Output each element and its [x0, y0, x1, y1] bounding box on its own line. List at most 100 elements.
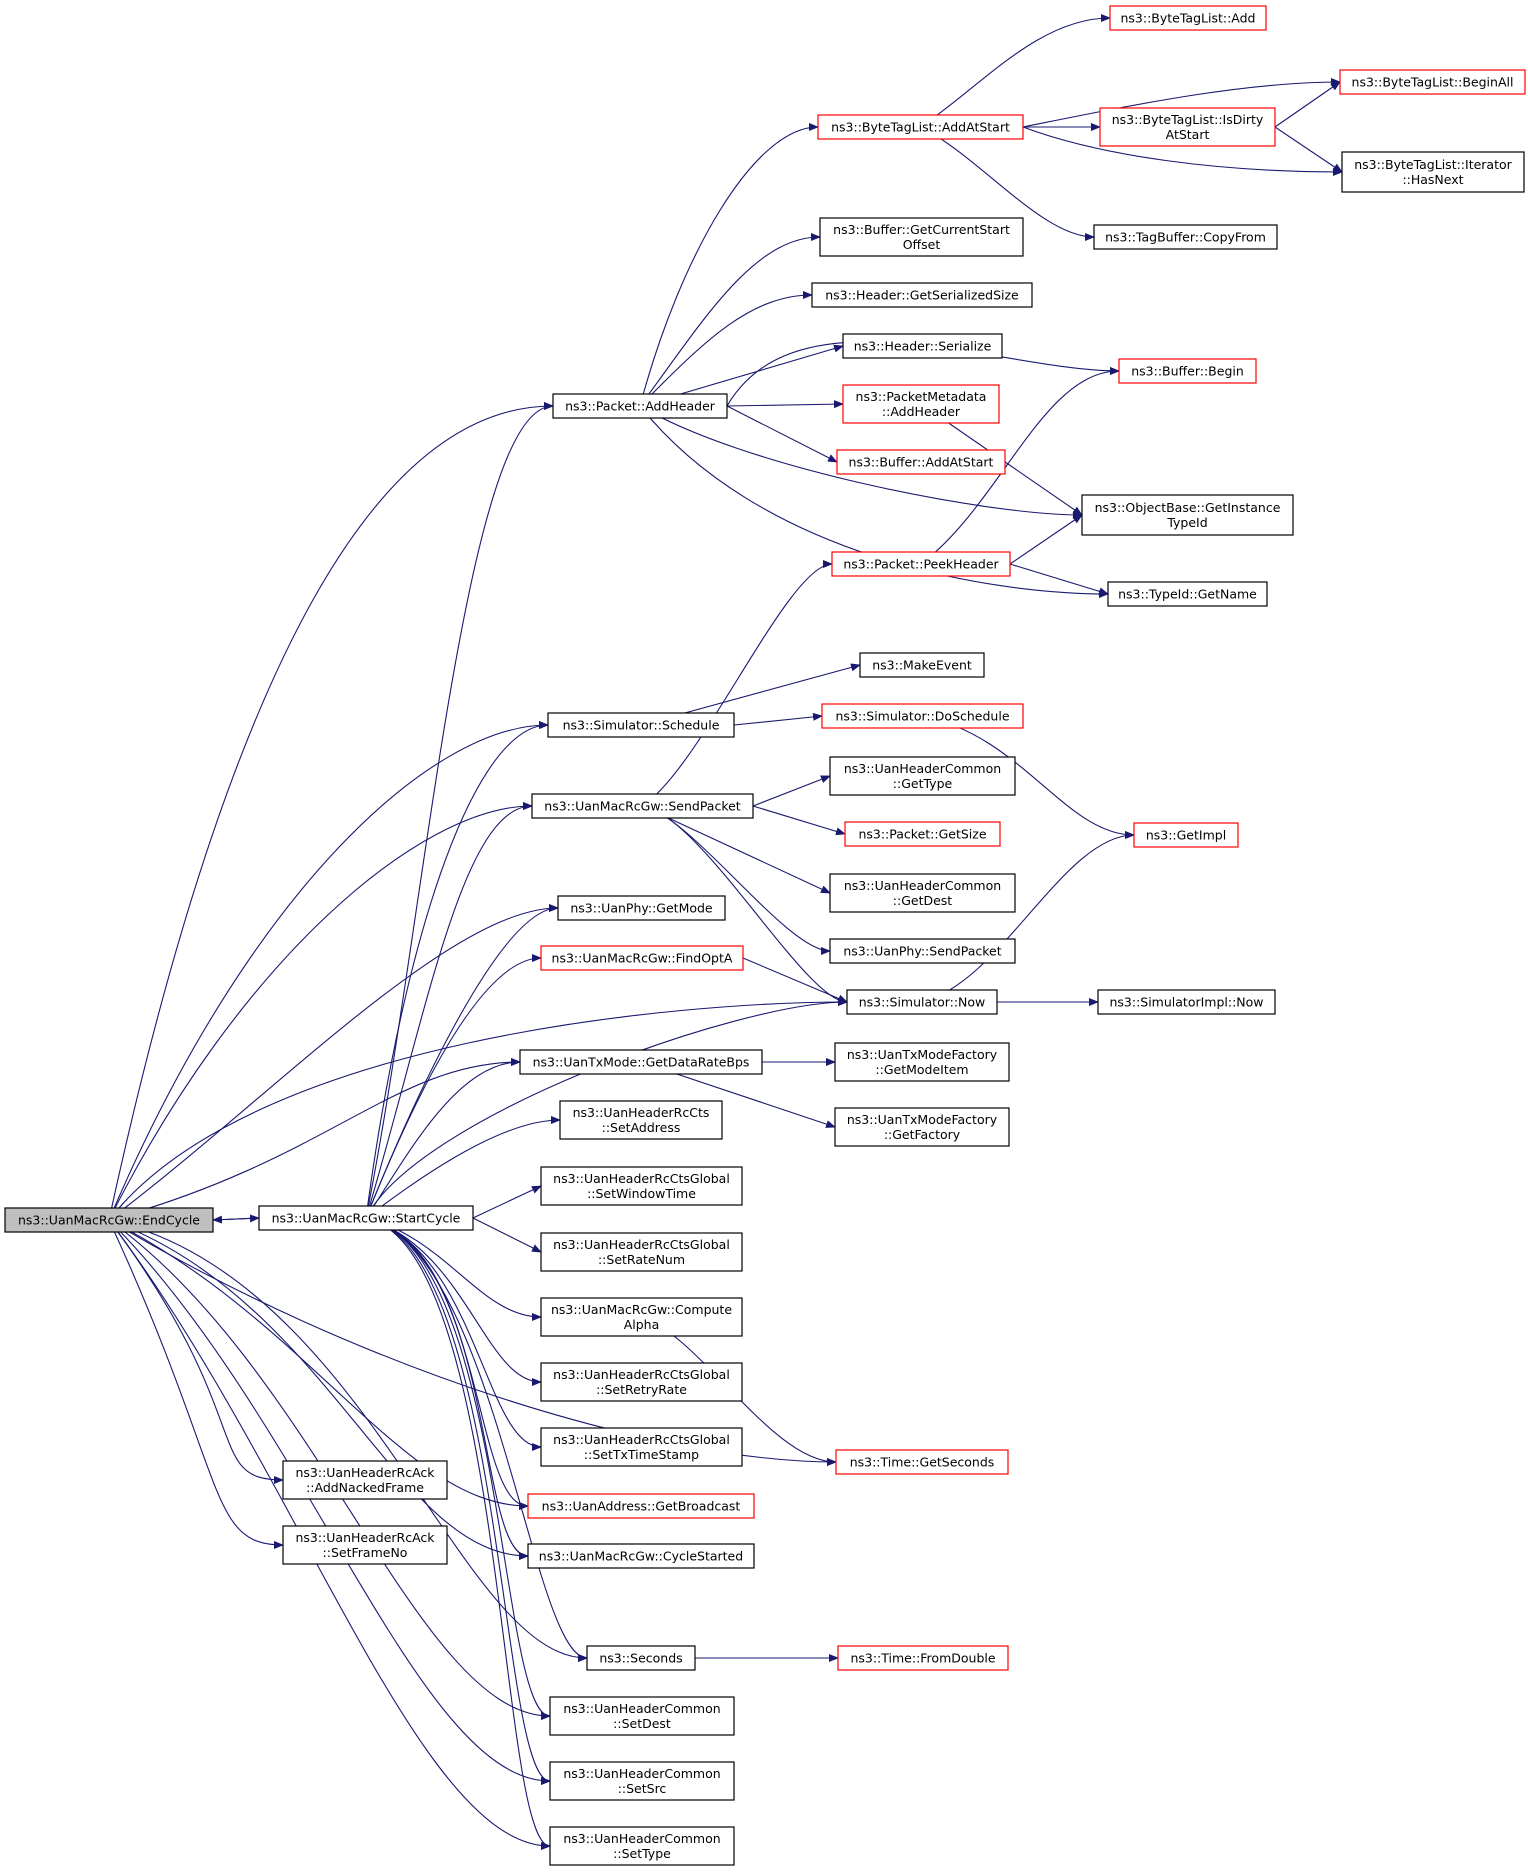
call-edge-addheader-to-getinstancetypeid — [639, 405, 1083, 519]
node-getbroadcast[interactable]: ns3::UanAddress::GetBroadcast — [527, 1493, 755, 1519]
node-box — [829, 873, 1016, 913]
node-box — [859, 652, 985, 678]
node-hc_getdest[interactable]: ns3::UanHeaderCommon::GetDest — [829, 873, 1016, 913]
node-label: ns3::UanMacRcGw::StartCycle — [272, 1211, 461, 1226]
node-findopta[interactable]: ns3::UanMacRcGw::FindOptA — [540, 945, 744, 971]
node-pm_addheader[interactable]: ns3::PacketMetadata::AddHeader — [842, 384, 1000, 424]
node-box — [519, 1049, 763, 1075]
call-edge-endcycle-to-sendpacket — [108, 802, 533, 1221]
node-hc_gettype[interactable]: ns3::UanHeaderCommon::GetType — [829, 756, 1016, 796]
node-sim_now[interactable]: ns3::Simulator::Now — [846, 989, 998, 1015]
node-getmode[interactable]: ns3::UanPhy::GetMode — [557, 895, 726, 921]
node-settxtimestamp[interactable]: ns3::UanHeaderRcCtsGlobal::SetTxTimeStam… — [540, 1427, 743, 1467]
node-getimpl[interactable]: ns3::GetImpl — [1133, 822, 1239, 848]
call-edge-startcycle-to-endcycle — [212, 1215, 260, 1224]
node-box — [817, 114, 1024, 140]
node-setwindowtime[interactable]: ns3::UanHeaderRcCtsGlobal::SetWindowTime — [540, 1166, 743, 1206]
node-header_serialize[interactable]: ns3::Header::Serialize — [842, 333, 1003, 359]
node-packet_getsize[interactable]: ns3::Packet::GetSize — [844, 821, 1001, 847]
node-seconds[interactable]: ns3::Seconds — [586, 1645, 696, 1671]
node-label: ::SetTxTimeStamp — [584, 1447, 699, 1462]
node-box — [557, 895, 726, 921]
node-box — [829, 938, 1016, 964]
node-label: ns3::UanPhy::GetMode — [570, 901, 713, 916]
node-label: AtStart — [1166, 127, 1210, 142]
node-header_getsize[interactable]: ns3::Header::GetSerializedSize — [811, 282, 1033, 308]
node-label: ns3::Packet::PeekHeader — [843, 557, 999, 572]
node-buffer_addatstart[interactable]: ns3::Buffer::AddAtStart — [836, 449, 1006, 475]
node-label: ns3::UanHeaderRcCts — [573, 1105, 710, 1120]
node-simimpl_now[interactable]: ns3::SimulatorImpl::Now — [1097, 989, 1276, 1015]
node-makeevent[interactable]: ns3::MakeEvent — [859, 652, 985, 678]
node-txmf_getmodeitem[interactable]: ns3::UanTxModeFactory::GetModeItem — [834, 1042, 1010, 1082]
node-txmf_getfactory[interactable]: ns3::UanTxModeFactory::GetFactory — [834, 1107, 1010, 1147]
call-edge-startcycle-to-setaddress — [365, 1116, 561, 1219]
node-addack[interactable]: ns3::UanHeaderRcAck::AddNackedFrame — [282, 1460, 448, 1500]
node-label: ns3::Header::GetSerializedSize — [825, 288, 1019, 303]
node-addheader[interactable]: ns3::Packet::AddHeader — [552, 393, 728, 419]
call-edge-sim_now-to-getimpl — [921, 831, 1135, 1003]
node-box — [829, 756, 1016, 796]
node-label: ns3::UanTxMode::GetDataRateBps — [533, 1055, 750, 1070]
node-endcycle[interactable]: ns3::UanMacRcGw::EndCycle — [4, 1207, 214, 1233]
node-setframeno[interactable]: ns3::UanHeaderRcAck::SetFrameNo — [282, 1525, 448, 1565]
node-label: ns3::Packet::AddHeader — [565, 399, 716, 414]
node-label: ns3::UanHeaderRcCtsGlobal — [553, 1432, 730, 1447]
node-label: ns3::UanTxModeFactory — [847, 1047, 998, 1062]
node-label: ns3::UanTxModeFactory — [847, 1112, 998, 1127]
node-setdest[interactable]: ns3::UanHeaderCommon::SetDest — [549, 1696, 735, 1736]
node-bytetag_add[interactable]: ns3::ByteTagList::Add — [1109, 5, 1267, 31]
node-buffer_begin[interactable]: ns3::Buffer::Begin — [1118, 358, 1257, 384]
call-edge-sendpacket-to-peekheader — [642, 560, 833, 807]
call-edge-startcycle-to-setsrc — [365, 1217, 551, 1785]
node-startcycle[interactable]: ns3::UanMacRcGw::StartCycle — [258, 1205, 474, 1231]
node-cyclestarted[interactable]: ns3::UanMacRcGw::CycleStarted — [527, 1543, 755, 1569]
call-edge-endcycle-to-cyclestarted — [108, 1219, 529, 1560]
node-peekheader[interactable]: ns3::Packet::PeekHeader — [831, 551, 1011, 577]
node-label: ::AddHeader — [882, 404, 961, 419]
node-label: ns3::Time::FromDouble — [850, 1651, 995, 1666]
call-edge-sendpacket-to-hc_getdest — [642, 805, 831, 894]
node-setaddress[interactable]: ns3::UanHeaderRcCts::SetAddress — [559, 1100, 723, 1140]
call-edge-bytetag_isdirty-to-bytetag_iter_hasnext — [1274, 126, 1343, 173]
node-setsrc[interactable]: ns3::UanHeaderCommon::SetSrc — [549, 1761, 735, 1801]
call-edge-endcycle-to-seconds — [108, 1219, 588, 1662]
node-setratenum[interactable]: ns3::UanHeaderRcCtsGlobal::SetRateNum — [540, 1232, 743, 1272]
node-getdatarate[interactable]: ns3::UanTxMode::GetDataRateBps — [519, 1049, 763, 1075]
node-label: ns3::TagBuffer::CopyFrom — [1105, 230, 1266, 245]
node-bytetag_beginall[interactable]: ns3::ByteTagList::BeginAll — [1339, 69, 1526, 95]
node-box — [1107, 581, 1268, 607]
call-edge-endcycle-to-schedule — [108, 721, 549, 1221]
node-bytetag_iter_hasnext[interactable]: ns3::ByteTagList::Iterator::HasNext — [1341, 151, 1525, 193]
node-box — [836, 449, 1006, 475]
node-label: ns3::PacketMetadata — [856, 389, 987, 404]
node-tagbuffer_copyfrom[interactable]: ns3::TagBuffer::CopyFrom — [1093, 224, 1278, 250]
node-label: ns3::Simulator::DoSchedule — [835, 709, 1009, 724]
node-setretryrate[interactable]: ns3::UanHeaderRcCtsGlobal::SetRetryRate — [540, 1362, 743, 1402]
node-time_getseconds[interactable]: ns3::Time::GetSeconds — [835, 1449, 1009, 1475]
node-schedule[interactable]: ns3::Simulator::Schedule — [547, 712, 735, 738]
node-box — [842, 384, 1000, 424]
node-doschedule[interactable]: ns3::Simulator::DoSchedule — [821, 703, 1024, 729]
node-time_fromdouble[interactable]: ns3::Time::FromDouble — [837, 1645, 1009, 1671]
node-sendpacket[interactable]: ns3::UanMacRcGw::SendPacket — [531, 793, 754, 819]
node-phy_sendpacket[interactable]: ns3::UanPhy::SendPacket — [829, 938, 1016, 964]
node-bytetag_addatstart[interactable]: ns3::ByteTagList::AddAtStart — [817, 114, 1024, 140]
node-box — [1099, 107, 1276, 147]
node-box — [586, 1645, 696, 1671]
node-label: ns3::UanHeaderRcCtsGlobal — [553, 1367, 730, 1382]
node-settype[interactable]: ns3::UanHeaderCommon::SetType — [549, 1826, 735, 1866]
node-box — [831, 551, 1011, 577]
node-typeid_getname[interactable]: ns3::TypeId::GetName — [1107, 581, 1268, 607]
node-label: ns3::Simulator::Schedule — [563, 718, 720, 733]
call-edge-peekheader-to-buffer_begin — [920, 367, 1120, 565]
node-label: ::SetRetryRate — [596, 1382, 687, 1397]
node-label: ns3::ByteTagList::IsDirty — [1112, 112, 1264, 127]
node-box — [547, 712, 735, 738]
